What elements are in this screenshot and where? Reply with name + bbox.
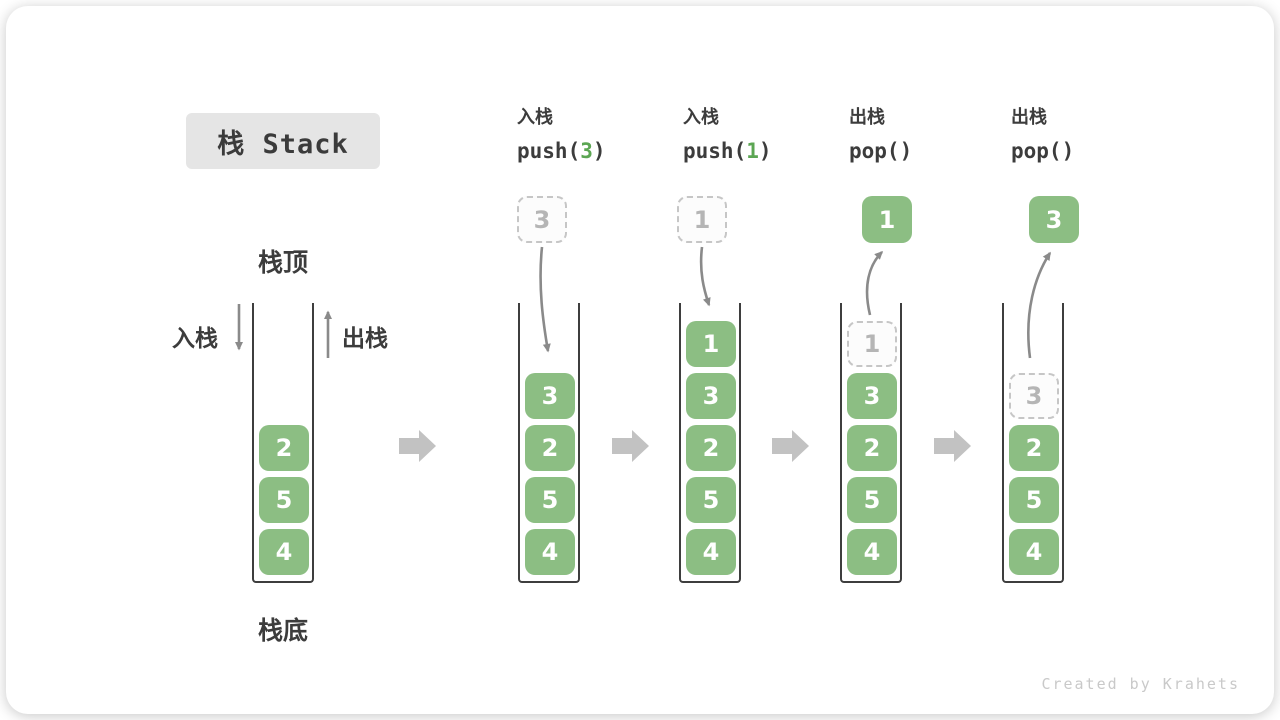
stack-cell: 2 — [259, 425, 309, 471]
stack-container-after-pop-3: 3 2 5 4 — [1002, 303, 1064, 583]
stack-cell: 1 — [686, 321, 736, 367]
stack-cell: 2 — [525, 425, 575, 471]
stack-cell: 4 — [686, 529, 736, 575]
stack-cell: 5 — [525, 477, 575, 523]
stack-cell: 2 — [1009, 425, 1059, 471]
stack-cell: 5 — [1009, 477, 1059, 523]
operation-name: 入栈 — [683, 107, 719, 128]
operation-header-push-1: 入栈 push(1) — [683, 103, 833, 169]
code-arg: 1 — [746, 139, 759, 163]
stack-cell: 3 — [847, 373, 897, 419]
floating-cell-push-3: 3 — [517, 196, 567, 243]
stack-cell: 5 — [259, 477, 309, 523]
floating-cell-popped-1: 1 — [862, 196, 912, 243]
code-pre: pop( — [1011, 139, 1062, 163]
watermark: Created by Krahets — [1041, 675, 1240, 693]
diagram-title: 栈 Stack — [186, 113, 380, 169]
stack-cell: 4 — [847, 529, 897, 575]
stack-cell-removed: 1 — [847, 321, 897, 367]
operation-header-pop-1: 出栈 pop() — [849, 103, 999, 169]
stack-cell: 4 — [525, 529, 575, 575]
stack-container-after-push-1: 1 3 2 5 4 — [679, 303, 741, 583]
operation-header-push-3: 入栈 push(3) — [517, 103, 667, 169]
code-post: ) — [899, 139, 913, 163]
stack-cell: 2 — [847, 425, 897, 471]
label-push: 入栈 — [172, 326, 218, 352]
stack-cell: 2 — [686, 425, 736, 471]
stack-cell: 4 — [1009, 529, 1059, 575]
stack-container-initial: 2 5 4 — [252, 303, 314, 583]
operation-name: 出栈 — [849, 107, 885, 128]
operation-name: 入栈 — [517, 107, 553, 128]
code-arg: 3 — [580, 139, 593, 163]
stack-cell: 4 — [259, 529, 309, 575]
stack-cell: 5 — [686, 477, 736, 523]
code-pre: pop( — [849, 139, 900, 163]
stack-cell: 5 — [847, 477, 897, 523]
floating-cell-popped-3: 3 — [1029, 196, 1079, 243]
stack-container-after-push-3: 3 2 5 4 — [518, 303, 580, 583]
operation-header-pop-3: 出栈 pop() — [1011, 103, 1161, 169]
stack-cell: 3 — [525, 373, 575, 419]
operation-code: push(1) — [683, 133, 833, 169]
stack-cell: 3 — [686, 373, 736, 419]
code-post: ) — [758, 139, 772, 163]
code-post: ) — [1061, 139, 1075, 163]
floating-cell-push-1: 1 — [677, 196, 727, 243]
operation-code: pop() — [1011, 133, 1161, 169]
stack-cell-removed: 3 — [1009, 373, 1059, 419]
code-pre: push( — [683, 139, 747, 163]
label-stack-top: 栈顶 — [257, 248, 308, 277]
code-post: ) — [592, 139, 606, 163]
code-pre: push( — [517, 139, 581, 163]
operation-code: push(3) — [517, 133, 667, 169]
stack-container-after-pop-1: 1 3 2 5 4 — [840, 303, 902, 583]
label-stack-bottom: 栈底 — [257, 616, 308, 645]
label-pop: 出栈 — [342, 326, 388, 352]
operation-name: 出栈 — [1011, 107, 1047, 128]
operation-code: pop() — [849, 133, 999, 169]
